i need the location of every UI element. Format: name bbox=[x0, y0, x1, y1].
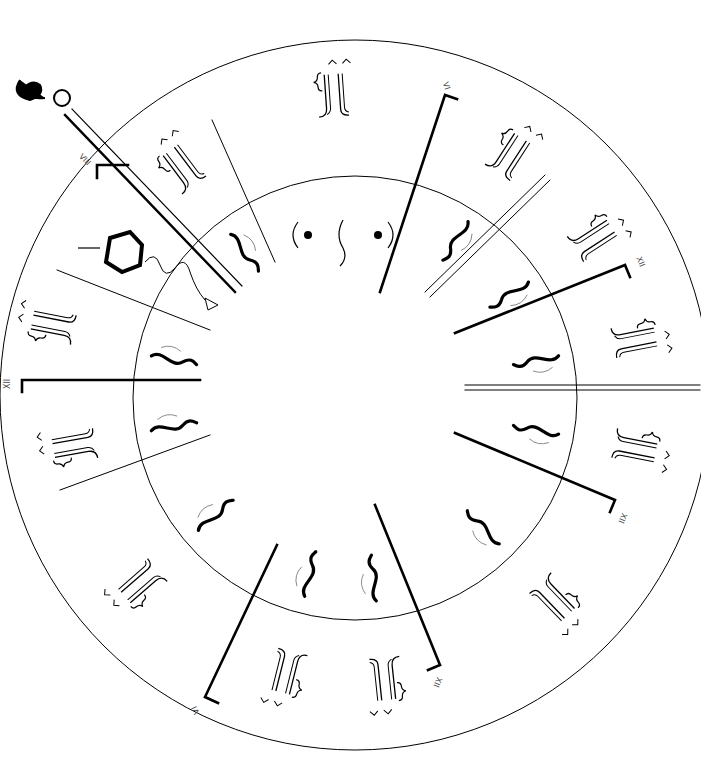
roman-numeral: VIII bbox=[77, 153, 92, 168]
roman-numeral: XII bbox=[616, 512, 627, 524]
roman-numeral: XII bbox=[634, 256, 645, 268]
roman-numeral: VI bbox=[441, 81, 451, 91]
roman-numeral: XII bbox=[431, 676, 442, 688]
roman-numeral: XII bbox=[4, 379, 12, 389]
